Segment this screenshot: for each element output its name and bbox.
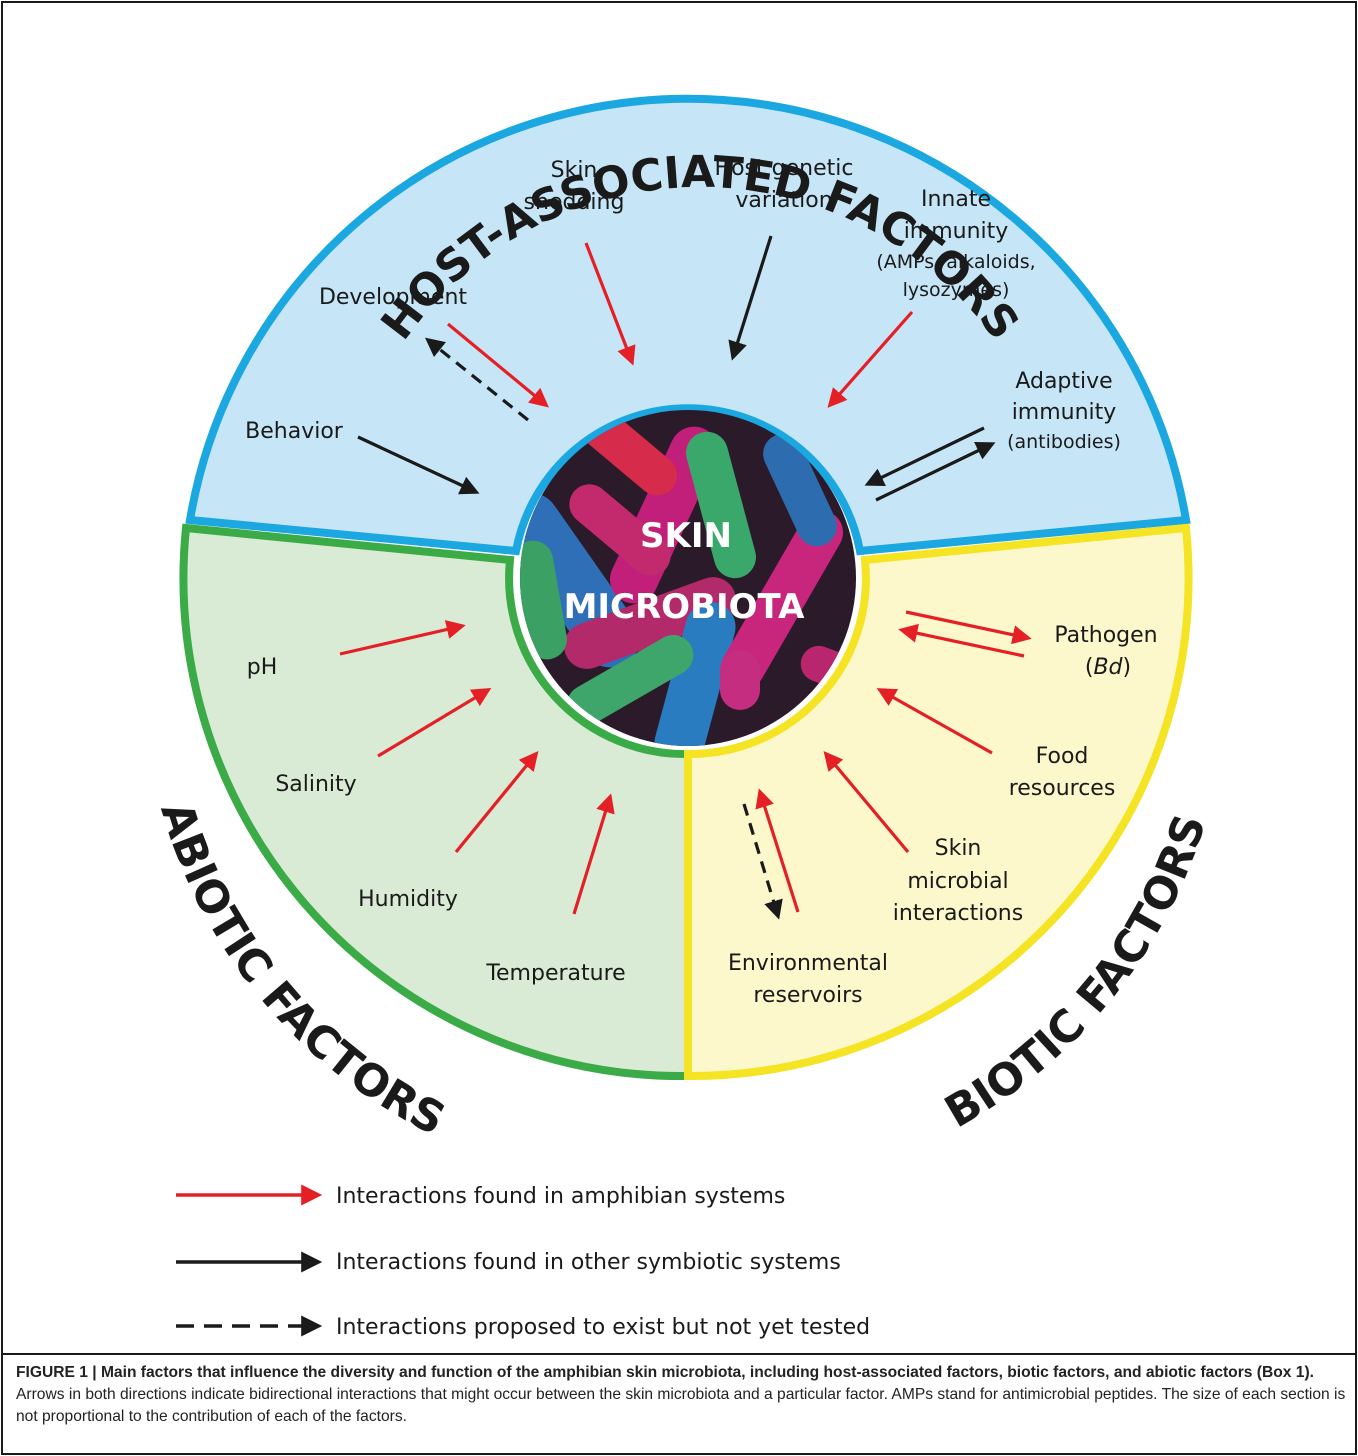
label-temperature: Temperature bbox=[485, 961, 625, 986]
label-innate-2: immunity bbox=[904, 219, 1009, 244]
label-skin-shedding-2: shedding bbox=[524, 190, 625, 215]
legend-dashed-label: Interactions proposed to exist but not y… bbox=[336, 1315, 870, 1340]
label-salinity: Salinity bbox=[275, 772, 356, 797]
label-host-genetic-1: Host genetic bbox=[715, 156, 854, 181]
arrow-skin-shedding-red bbox=[584, 242, 636, 366]
arrow-development-dashed bbox=[425, 337, 529, 422]
legend-black-label: Interactions found in other symbiotic sy… bbox=[336, 1250, 841, 1275]
label-environmental-2: reservoirs bbox=[753, 983, 862, 1008]
arrow-behavior-black bbox=[357, 435, 480, 495]
arrow-temperature-red bbox=[572, 793, 615, 915]
label-environmental-1: Environmental bbox=[728, 951, 888, 976]
caption-bold: FIGURE 1 | Main factors that influence t… bbox=[16, 1364, 1314, 1381]
center-label-microbiota: MICROBIOTA bbox=[564, 587, 806, 627]
label-adaptive-1: Adaptive bbox=[1015, 369, 1112, 394]
label-innate-1: Innate bbox=[921, 187, 991, 212]
label-pathogen: Pathogen bbox=[1054, 623, 1157, 648]
arrow-host-genetic-black bbox=[728, 235, 773, 361]
caption-text: Arrows in both directions indicate bidir… bbox=[16, 1386, 1346, 1425]
legend-red-label: Interactions found in amphibian systems bbox=[336, 1184, 785, 1209]
biotic-section bbox=[684, 523, 1193, 1081]
arrow-innate-red bbox=[827, 310, 914, 408]
arrow-environmental-red bbox=[755, 788, 800, 913]
center-label-skin: SKIN bbox=[640, 516, 732, 556]
label-pathogen-bd: (Bd) bbox=[1085, 655, 1131, 680]
label-food-1: Food bbox=[1036, 744, 1089, 769]
host-section bbox=[185, 94, 1191, 556]
label-behavior: Behavior bbox=[245, 419, 344, 444]
label-innate-3: (AMPs, alkaloids, bbox=[876, 251, 1035, 273]
label-skin-shedding-1: Skin bbox=[551, 158, 598, 183]
arrow-salinity-red bbox=[377, 688, 492, 758]
arrow-development-red bbox=[446, 322, 549, 408]
label-host-genetic-2: variation bbox=[735, 188, 832, 213]
label-skin-interactions-3: interactions bbox=[893, 901, 1023, 926]
arrow-pathogen-red-out bbox=[905, 610, 1032, 645]
arrow-humidity-red bbox=[454, 751, 539, 854]
figure-caption: FIGURE 1 | Main factors that influence t… bbox=[16, 1362, 1346, 1428]
arrow-food-red bbox=[876, 688, 993, 755]
legend: Interactions found in amphibian systems … bbox=[176, 1184, 870, 1340]
label-food-2: resources bbox=[1009, 776, 1116, 801]
label-pathogen-bd-text: Bd bbox=[1093, 655, 1123, 680]
label-ph: pH bbox=[247, 655, 278, 680]
label-adaptive-3: (antibodies) bbox=[1007, 431, 1121, 453]
arrow-adaptive-black-in bbox=[864, 426, 985, 486]
label-skin-interactions-1: Skin bbox=[935, 836, 982, 861]
abiotic-section bbox=[179, 523, 692, 1081]
arrow-pathogen-red-in bbox=[898, 623, 1025, 658]
label-innate-4: lysozymes) bbox=[903, 279, 1010, 301]
arrow-skin-interactions-red bbox=[823, 751, 910, 854]
arrow-adaptive-black-out bbox=[875, 442, 996, 502]
label-skin-interactions-2: microbial bbox=[907, 869, 1008, 894]
label-development: Development bbox=[319, 285, 467, 310]
label-adaptive-2: immunity bbox=[1012, 400, 1117, 425]
label-humidity: Humidity bbox=[358, 887, 458, 912]
arrow-ph-red bbox=[339, 620, 466, 656]
